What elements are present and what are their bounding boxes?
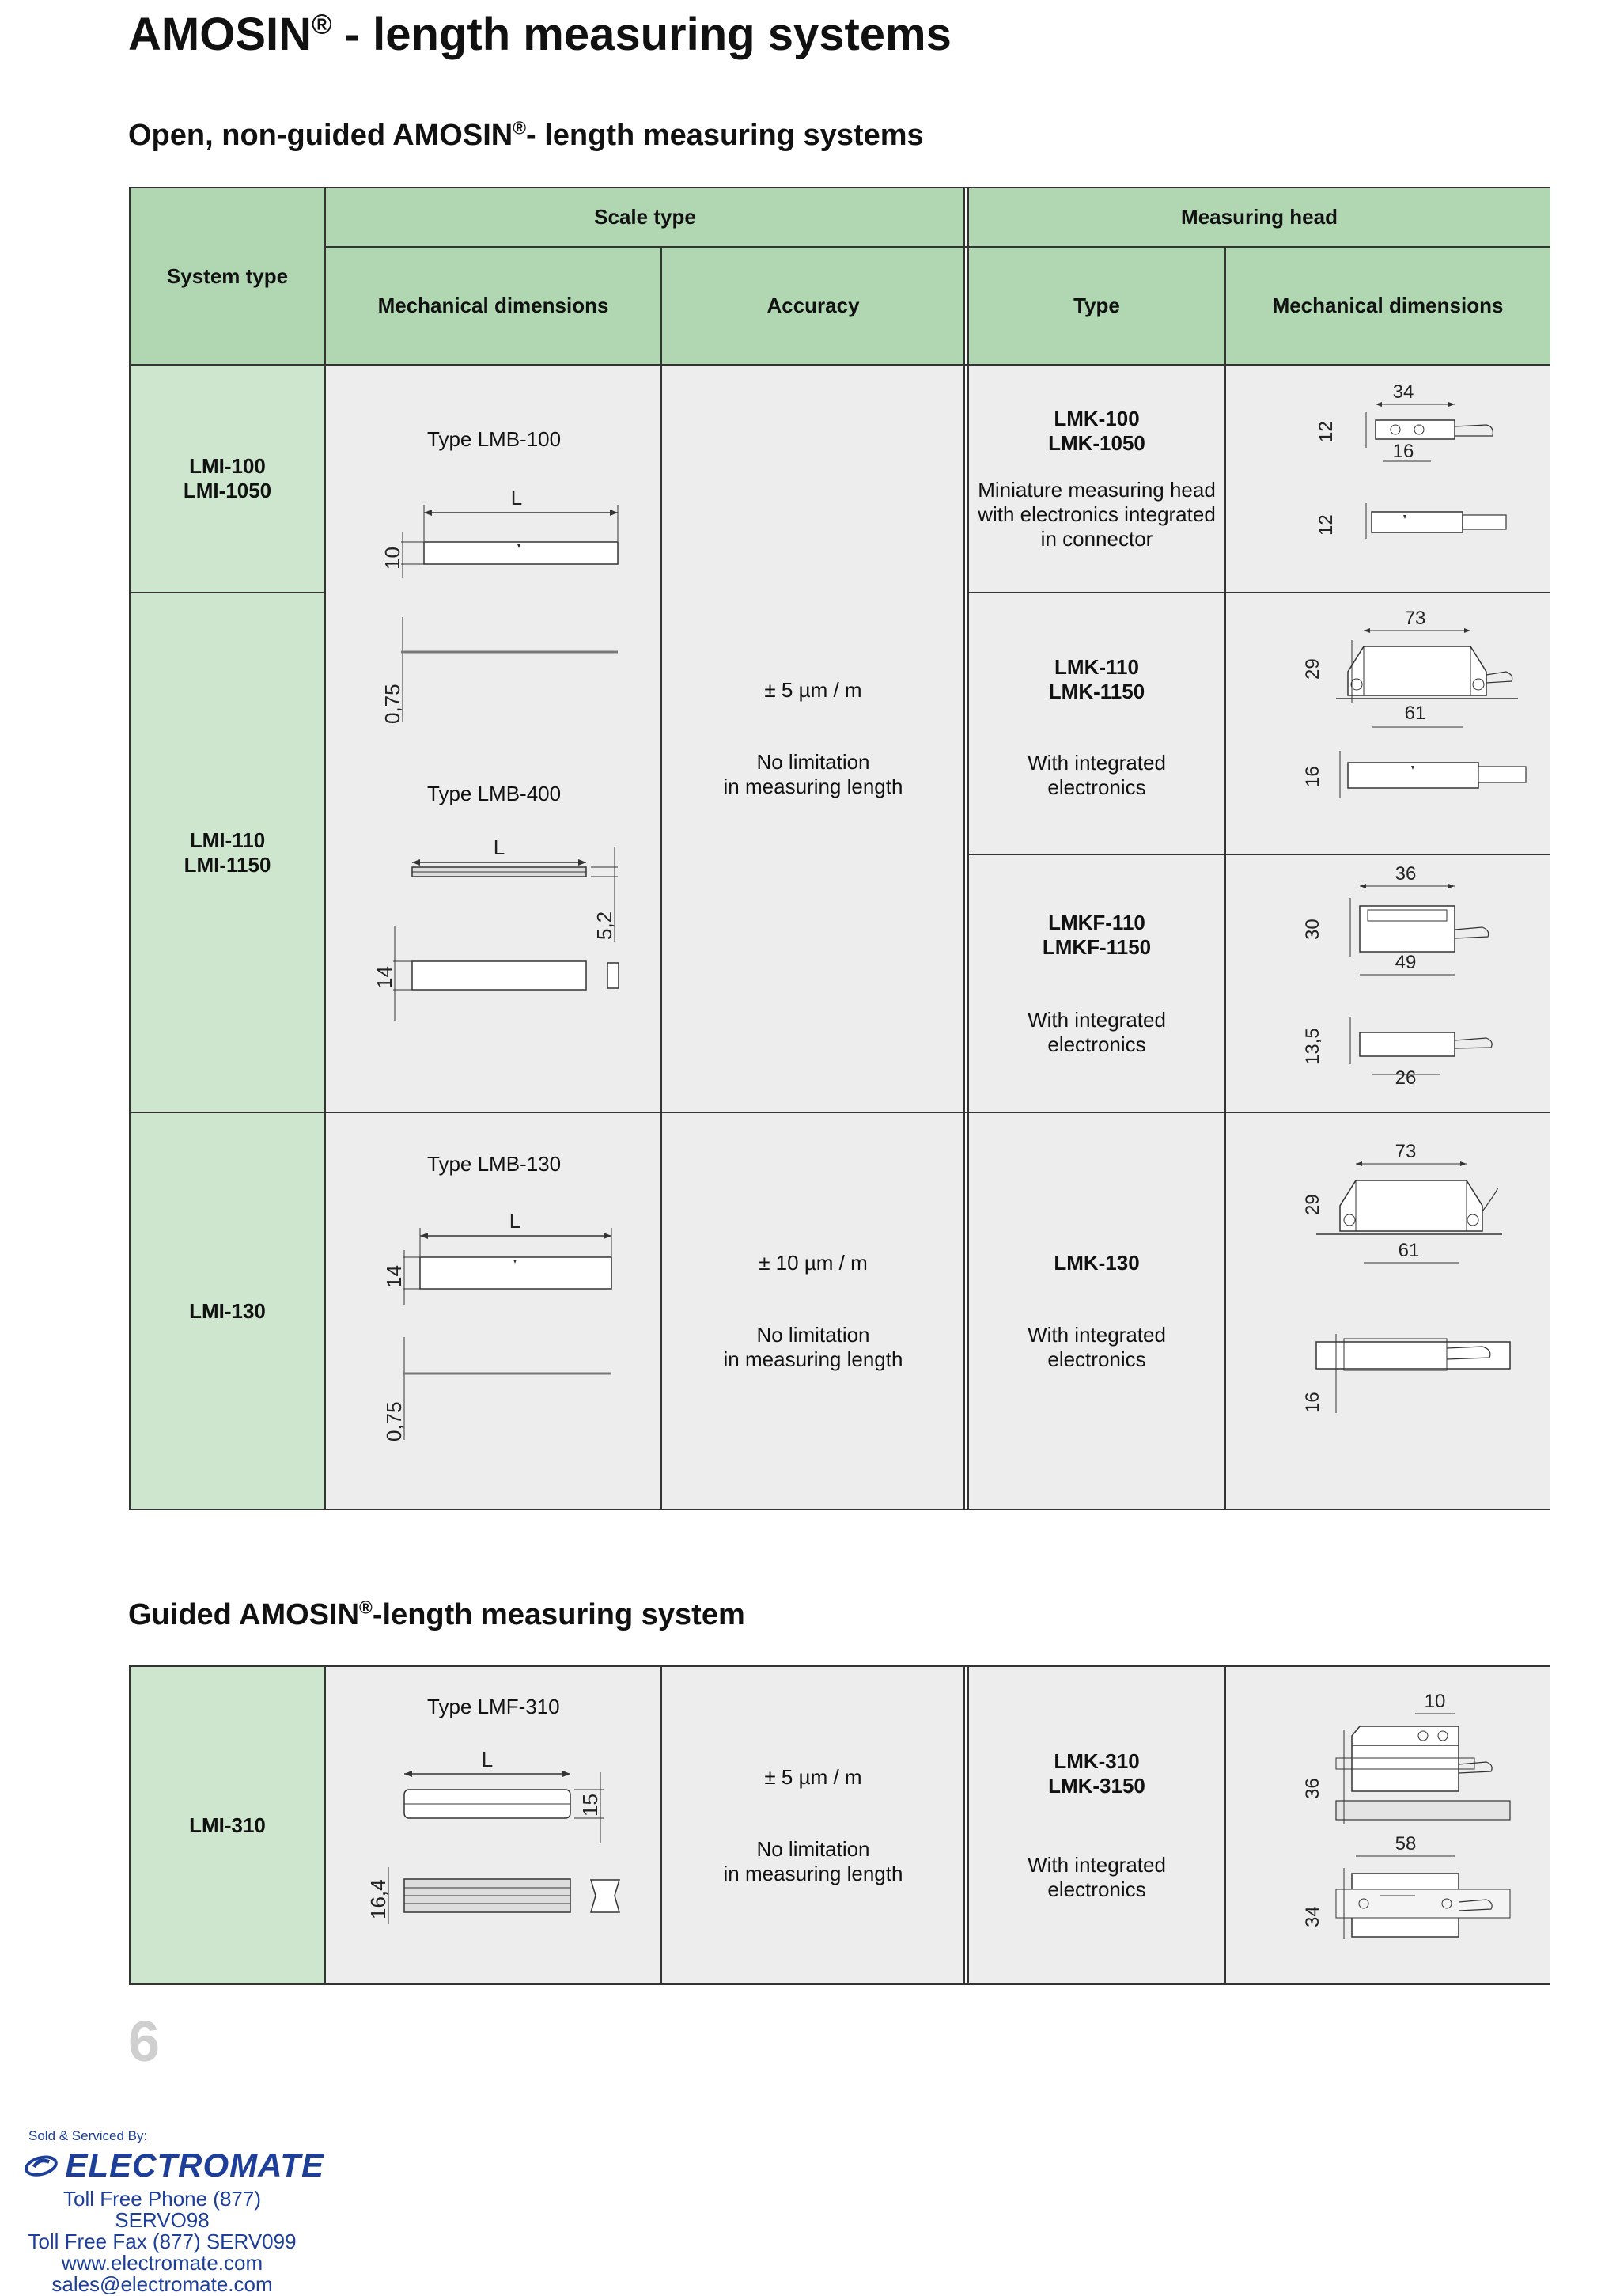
lmk310-drawing: 10 36 58 34 <box>1302 1691 1511 1939</box>
dim-15: 15 <box>578 1794 602 1817</box>
scale-label-lmb130: Type LMB-130 <box>427 1152 562 1176</box>
scale-label-lmb400: Type LMB-400 <box>427 782 562 805</box>
dim-34-head: 34 <box>1302 1906 1323 1927</box>
lmk130-drawing: 73 29 61 16 <box>1302 1141 1511 1413</box>
page-number: 6 <box>128 2010 161 2074</box>
lmk100-drawing: 34 12 16 12 <box>1315 381 1507 539</box>
accuracy-cell-1 <box>661 365 965 1112</box>
dim-49: 49 <box>1395 952 1417 973</box>
header-accuracy: Accuracy <box>661 247 965 365</box>
dim-0-75: 0,75 <box>380 684 404 724</box>
accuracy-5um-guided: ± 5 µm / m No limitation in measuring le… <box>661 1666 965 1984</box>
lmb130-drawing: L 14 0,75 <box>382 1209 612 1442</box>
scale-dims-cell-3 <box>325 1666 661 1984</box>
electromate-logo-icon <box>25 2155 58 2177</box>
header-system-type: System type <box>130 188 325 365</box>
dim-26: 26 <box>1395 1067 1417 1089</box>
dim-73b: 73 <box>1395 1141 1417 1162</box>
system-lmi-130: LMI-130 <box>130 1112 325 1510</box>
dim-58: 58 <box>1395 1833 1417 1855</box>
footer-phone: Toll Free Phone (877) SERVO98 <box>62 2187 262 2232</box>
footer-web-link[interactable]: www.electromate.com <box>61 2251 263 2275</box>
dim-29: 29 <box>1302 658 1323 680</box>
system-lmi-310: LMI-310 <box>130 1666 325 1984</box>
dim-10: 10 <box>380 547 404 570</box>
footer-brand[interactable]: ELECTROMATE <box>24 2146 324 2185</box>
dim-36: 36 <box>1395 863 1417 885</box>
dim-12-top: 12 <box>1315 421 1337 442</box>
dim-L-3: L <box>509 1209 520 1233</box>
dim-30: 30 <box>1302 919 1323 940</box>
header-measuring-head: Measuring head <box>968 188 1550 247</box>
dim-16b: 16 <box>1302 1392 1323 1413</box>
lmb400-drawing: L 5,2 14 <box>373 835 619 1021</box>
accuracy-10um: ± 10 µm / m No limitation in measuring l… <box>723 1250 903 1371</box>
dim-16-4: 16,4 <box>366 1879 390 1919</box>
header-mech-dims-head: Mechanical dimensions <box>1225 247 1550 365</box>
dim-13-5: 13,5 <box>1302 1028 1323 1065</box>
dim-16-small: 16 <box>1393 441 1414 462</box>
dim-36-head: 36 <box>1302 1778 1323 1799</box>
dim-29b: 29 <box>1302 1194 1323 1215</box>
dim-14: 14 <box>373 966 396 989</box>
page-title: AMOSIN® - length measuring systems <box>128 9 952 60</box>
head-lmk-130: LMK-130 With integrated electronics <box>1028 1250 1166 1371</box>
accuracy-cell-2 <box>661 1112 965 1510</box>
dim-0-75b: 0,75 <box>382 1401 406 1442</box>
dim-L-2: L <box>494 835 505 859</box>
dim-5-2: 5,2 <box>592 911 616 940</box>
scale-label-lmf310: Type LMF-310 <box>427 1695 560 1718</box>
head-cells-1 <box>968 365 1550 1112</box>
footer-electromate: Sold & Serviced By: ELECTROMATE Toll Fre… <box>24 2128 324 2295</box>
head-lmk-100: LMK-100 LMK-1050 Miniature measuring hea… <box>978 406 1216 551</box>
dim-61b: 61 <box>1399 1240 1420 1261</box>
lmb100-drawing: L 10 0,75 <box>380 486 619 724</box>
scale-dims-cell-2 <box>325 1112 661 1510</box>
lmk110-drawing: 73 29 61 16 <box>1302 608 1527 798</box>
dim-34: 34 <box>1393 381 1414 403</box>
accuracy-5um: ± 5 µm / m No limitation in measuring le… <box>723 678 903 798</box>
dim-16: 16 <box>1302 766 1323 787</box>
dim-12-bottom: 12 <box>1315 514 1337 536</box>
header-mech-dims: Mechanical dimensions <box>325 247 661 365</box>
header-scale-type: Scale type <box>325 188 965 247</box>
section-title-guided: Guided AMOSIN®-length measuring system <box>128 1597 745 1631</box>
dim-61: 61 <box>1405 703 1426 724</box>
dim-10-head: 10 <box>1425 1691 1446 1712</box>
header-type: Type <box>968 247 1225 365</box>
lmkf110-drawing: 36 30 49 13,5 26 <box>1302 863 1493 1089</box>
scale-label-lmb100: Type LMB-100 <box>427 427 562 451</box>
dim-L-4: L <box>482 1748 493 1771</box>
section-title-open: Open, non-guided AMOSIN®- length measuri… <box>128 117 924 152</box>
head-cells-2 <box>968 1112 1550 1510</box>
dim-14b: 14 <box>382 1265 406 1288</box>
dim-73: 73 <box>1405 608 1426 629</box>
dim-L-1: L <box>511 486 522 510</box>
footer-email-link[interactable]: sales@electromate.com <box>51 2272 273 2296</box>
footer-sold-serviced: Sold & Serviced By: <box>28 2128 148 2143</box>
lmf310-drawing: L 15 16,4 <box>366 1748 621 1924</box>
footer-fax: Toll Free Fax (877) SERV099 <box>28 2230 297 2253</box>
